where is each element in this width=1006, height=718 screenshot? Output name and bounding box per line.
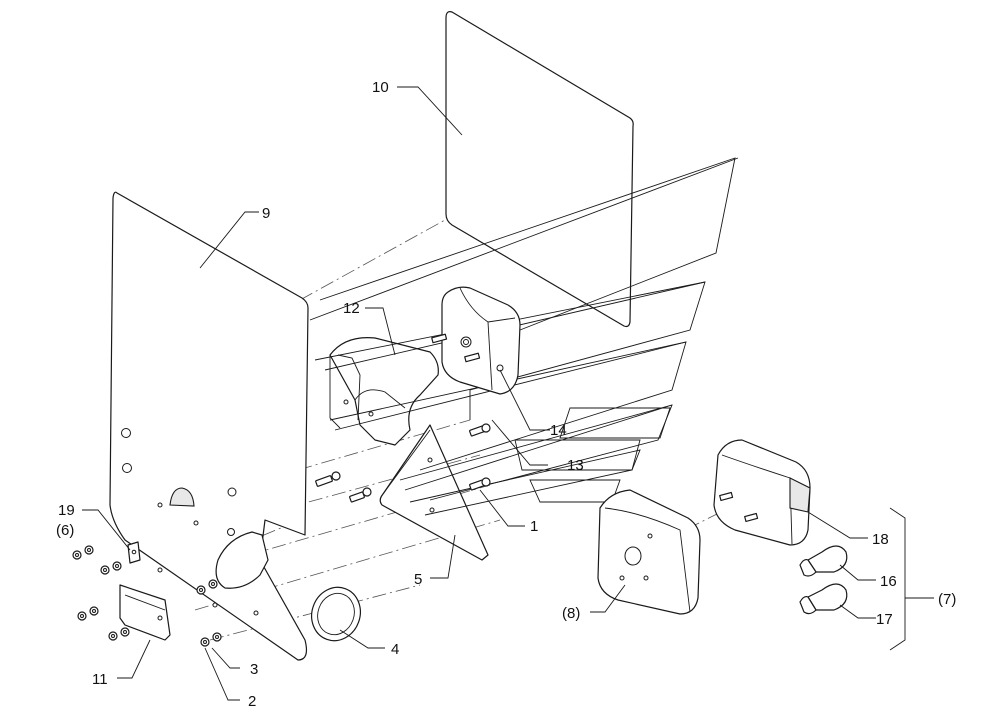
callout-17: 17 bbox=[876, 611, 893, 628]
callout-9: 9 bbox=[262, 205, 270, 222]
callout-16: 16 bbox=[880, 573, 897, 590]
nuts-washers bbox=[72, 545, 222, 647]
callout-labels: 10 9 12 14 13 1 5 4 3 2 11 19 (6) (8) 18… bbox=[56, 79, 956, 710]
callout-5: 5 bbox=[414, 571, 422, 588]
callout-7: (7) bbox=[938, 591, 956, 608]
callout-6: (6) bbox=[56, 522, 74, 539]
callout-11: 11 bbox=[92, 671, 108, 688]
callout-2: 2 bbox=[248, 693, 256, 710]
group-brace bbox=[889, 507, 906, 651]
callout-8: (8) bbox=[562, 605, 580, 622]
leader-lines bbox=[82, 86, 934, 701]
callout-1: 1 bbox=[530, 518, 538, 535]
callout-3: 3 bbox=[250, 661, 258, 678]
mounting-plate bbox=[109, 191, 309, 661]
callout-19: 19 bbox=[58, 502, 75, 519]
window-panel bbox=[445, 11, 634, 328]
bulbs bbox=[799, 545, 848, 615]
lamp-housing-upper bbox=[431, 286, 521, 395]
callout-12: 12 bbox=[343, 300, 360, 317]
reflector-disc bbox=[215, 531, 361, 642]
lamp-cover bbox=[597, 489, 701, 615]
clip-parts bbox=[119, 541, 171, 641]
callout-10: 10 bbox=[372, 79, 389, 96]
callout-18: 18 bbox=[872, 531, 889, 548]
callout-14: 14 bbox=[550, 422, 567, 439]
lamp-body bbox=[713, 439, 811, 546]
hood-bracket bbox=[329, 337, 439, 446]
screw-group bbox=[315, 423, 491, 503]
callout-13: 13 bbox=[567, 457, 584, 474]
triangle-bracket bbox=[379, 424, 489, 561]
callout-4: 4 bbox=[391, 641, 399, 658]
